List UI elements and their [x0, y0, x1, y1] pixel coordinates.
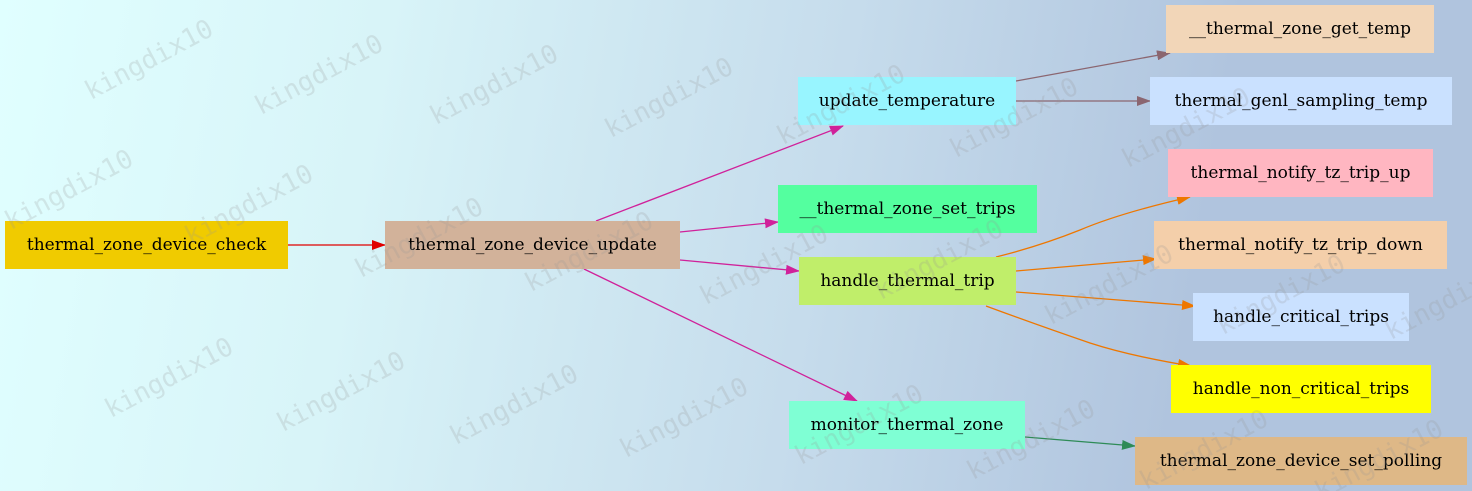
- node-label: __thermal_zone_get_temp: [1188, 19, 1412, 39]
- node-handle-non-critical-trips[interactable]: handle_non_critical_trips: [1171, 365, 1431, 413]
- node-thermal-zone-device-check[interactable]: thermal_zone_device_check: [5, 221, 288, 269]
- node-label: update_temperature: [818, 91, 996, 111]
- edge-update-to-set-trips: [679, 218, 779, 233]
- edge-update-to-update-temperature: [595, 125, 844, 222]
- node-label: thermal_notify_tz_trip_down: [1178, 235, 1423, 255]
- node-label: handle_thermal_trip: [820, 271, 995, 291]
- node-label: thermal_zone_device_check: [26, 235, 267, 255]
- node-thermal-zone-get-temp[interactable]: __thermal_zone_get_temp: [1166, 5, 1434, 53]
- node-label: thermal_zone_device_set_polling: [1159, 451, 1443, 471]
- node-label: thermal_notify_tz_trip_up: [1190, 163, 1411, 183]
- edge-update-temperature-to-get-temp: [1015, 50, 1171, 82]
- edge-update-to-monitor: [583, 268, 858, 402]
- node-thermal-notify-tz-trip-down[interactable]: thermal_notify_tz_trip_down: [1154, 221, 1447, 269]
- node-handle-thermal-trip[interactable]: handle_thermal_trip: [799, 257, 1016, 305]
- edge-handle-trip-to-notify-up: [995, 195, 1191, 258]
- node-thermal-zone-device-set-polling[interactable]: thermal_zone_device_set_polling: [1135, 437, 1467, 485]
- node-handle-critical-trips[interactable]: handle_critical_trips: [1193, 293, 1409, 341]
- node-label: monitor_thermal_zone: [810, 415, 1004, 435]
- node-label: handle_non_critical_trips: [1192, 379, 1410, 399]
- node-label: thermal_genl_sampling_temp: [1174, 91, 1428, 111]
- edge-handle-trip-to-notify-down: [1015, 255, 1157, 272]
- edge-handle-trip-to-non-critical: [985, 305, 1192, 369]
- edge-update-to-handle-thermal-trip: [679, 259, 800, 275]
- node-thermal-notify-tz-trip-up[interactable]: thermal_notify_tz_trip_up: [1168, 149, 1433, 197]
- node-label: thermal_zone_device_update: [408, 235, 657, 255]
- node-thermal-zone-device-update[interactable]: thermal_zone_device_update: [385, 221, 680, 269]
- node-label: __thermal_zone_set_trips: [799, 199, 1016, 219]
- edge-monitor-to-set-polling: [1024, 436, 1136, 450]
- node-thermal-zone-set-trips[interactable]: __thermal_zone_set_trips: [778, 185, 1037, 233]
- node-monitor-thermal-zone[interactable]: monitor_thermal_zone: [789, 401, 1025, 449]
- edge-handle-trip-to-critical: [1015, 291, 1196, 310]
- node-label: handle_critical_trips: [1213, 307, 1389, 327]
- node-thermal-genl-sampling-temp[interactable]: thermal_genl_sampling_temp: [1150, 77, 1452, 125]
- node-update-temperature[interactable]: update_temperature: [798, 77, 1016, 125]
